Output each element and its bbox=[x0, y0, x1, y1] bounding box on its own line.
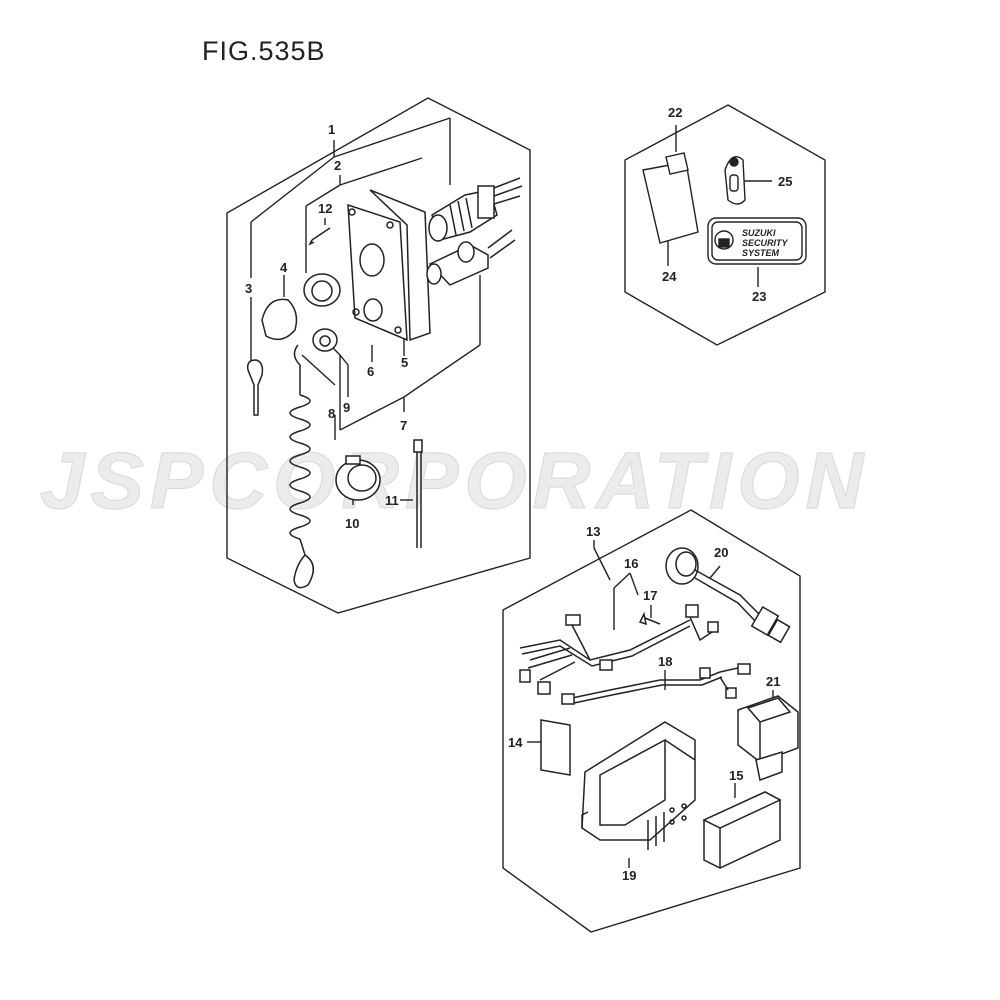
figure-title: FIG.535B bbox=[202, 36, 326, 66]
bolt bbox=[638, 611, 661, 626]
cover-box bbox=[702, 791, 782, 869]
callout-16: 16 bbox=[624, 556, 638, 571]
group-13-outline bbox=[502, 509, 801, 933]
callout-3: 3 bbox=[245, 281, 252, 296]
panel-plate bbox=[347, 203, 408, 342]
ignition-switch bbox=[428, 177, 523, 242]
callout-2: 2 bbox=[334, 158, 341, 173]
callout-5: 5 bbox=[401, 355, 408, 370]
callout-11: 11 bbox=[385, 493, 399, 508]
callout-9: 9 bbox=[343, 400, 350, 415]
callout-10: 10 bbox=[345, 516, 359, 531]
watermark-text: JSPCORPORATION bbox=[40, 436, 869, 525]
callout-1: 1 bbox=[328, 122, 335, 137]
ring-nut bbox=[303, 273, 341, 307]
callout-17: 17 bbox=[643, 588, 657, 603]
screw bbox=[308, 227, 331, 246]
group-13-parts bbox=[519, 547, 799, 869]
buzzer-switch bbox=[665, 547, 791, 644]
badge-line-2: SECURITY bbox=[742, 238, 789, 248]
group-22-outline bbox=[624, 104, 826, 346]
callout-21: 21 bbox=[766, 674, 780, 689]
callout-6: 6 bbox=[367, 364, 374, 379]
callout-15: 15 bbox=[729, 768, 743, 783]
callout-25: 25 bbox=[778, 174, 792, 189]
nut bbox=[312, 328, 338, 352]
callout-12: 12 bbox=[318, 201, 332, 216]
group-1-outline bbox=[226, 97, 531, 614]
wire-harness bbox=[519, 604, 719, 695]
sponge-pad bbox=[540, 719, 571, 776]
extension-harness bbox=[561, 663, 751, 705]
lanyard-cord bbox=[289, 344, 314, 589]
security-module bbox=[642, 152, 699, 244]
watermark-logo: JSPCORPORATION bbox=[40, 435, 869, 525]
cable-tie bbox=[413, 439, 423, 548]
callout-22: 22 bbox=[668, 105, 682, 120]
callout-4: 4 bbox=[280, 260, 288, 275]
key bbox=[246, 359, 264, 416]
security-badge bbox=[707, 217, 807, 265]
stop-switch bbox=[426, 229, 516, 286]
group-1-parts bbox=[246, 177, 523, 589]
badge-line-3: SYSTEM bbox=[742, 248, 780, 258]
callout-20: 20 bbox=[714, 545, 728, 560]
callout-7: 7 bbox=[400, 418, 407, 433]
cover-cap bbox=[335, 455, 381, 501]
key-cap bbox=[261, 298, 298, 341]
callout-14: 14 bbox=[508, 735, 523, 750]
callout-19: 19 bbox=[622, 868, 636, 883]
callout-23: 23 bbox=[752, 289, 766, 304]
badge-line-1: SUZUKI bbox=[742, 228, 776, 238]
mounting-bracket bbox=[581, 721, 696, 850]
relay-unit bbox=[737, 695, 799, 782]
remote-fob bbox=[724, 156, 746, 205]
callout-8: 8 bbox=[328, 406, 335, 421]
callout-18: 18 bbox=[658, 654, 672, 669]
callout-24: 24 bbox=[662, 269, 677, 284]
callout-13: 13 bbox=[586, 524, 600, 539]
